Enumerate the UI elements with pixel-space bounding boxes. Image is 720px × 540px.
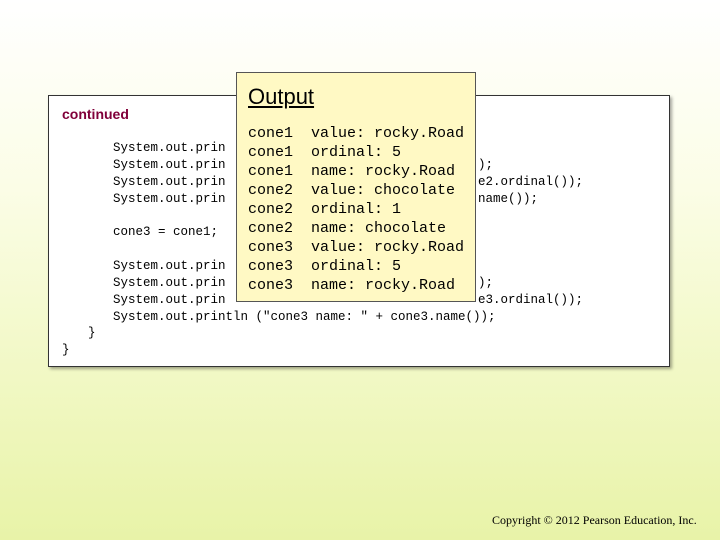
code-line: System.out.prin bbox=[113, 293, 226, 307]
code-line: System.out.prin bbox=[113, 276, 226, 290]
code-fragment: e2.ordinal()); bbox=[478, 175, 584, 189]
output-line: cone3 name: rocky.Road bbox=[248, 277, 456, 294]
code-fragment: ); bbox=[478, 158, 494, 172]
output-line: cone2 ordinal: 1 bbox=[248, 201, 402, 218]
output-line: cone1 name: rocky.Road bbox=[248, 163, 456, 180]
code-line: cone3 = cone1; bbox=[113, 225, 219, 239]
code-line: System.out.prin bbox=[113, 158, 226, 172]
code-brace: } bbox=[62, 343, 70, 357]
code-brace: } bbox=[88, 326, 96, 340]
output-title: Output bbox=[248, 84, 315, 109]
output-line: cone3 ordinal: 5 bbox=[248, 258, 402, 275]
code-fragment: name()); bbox=[478, 192, 539, 206]
output-panel bbox=[236, 72, 476, 302]
code-line: System.out.prin bbox=[113, 192, 226, 206]
code-line: System.out.prin bbox=[113, 141, 226, 155]
code-fragment: ); bbox=[478, 276, 494, 290]
output-line: cone1 ordinal: 5 bbox=[248, 144, 402, 161]
output-line: cone2 name: chocolate bbox=[248, 220, 447, 237]
code-fragment: e3.ordinal()); bbox=[478, 293, 584, 307]
code-line: System.out.prin bbox=[113, 175, 226, 189]
code-line: System.out.println ("cone3 name: " + con… bbox=[113, 310, 496, 324]
copyright-notice: Copyright © 2012 Pearson Education, Inc. bbox=[492, 513, 697, 527]
continued-label: continued bbox=[62, 106, 129, 122]
output-line: cone1 value: rocky.Road bbox=[248, 125, 465, 142]
output-line: cone3 value: rocky.Road bbox=[248, 239, 465, 256]
code-line: System.out.prin bbox=[113, 259, 226, 273]
output-line: cone2 value: chocolate bbox=[248, 182, 456, 199]
